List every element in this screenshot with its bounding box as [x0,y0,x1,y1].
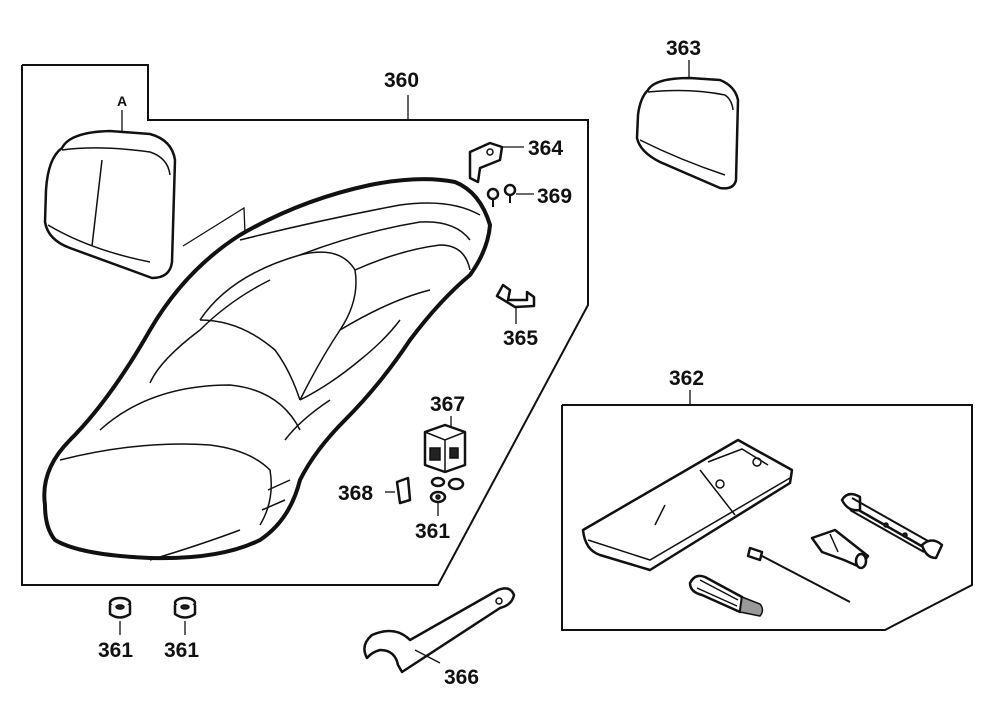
nut-inner-361: 361 [415,476,465,543]
nut-left-361: 361 [98,596,133,662]
clip-365: 365 [495,283,538,350]
seat [42,177,492,561]
backrest-363: 363 [635,37,740,190]
screwdriver-blade [746,546,851,603]
backrest-view-a: A [43,93,251,361]
callout-365: 365 [503,327,538,350]
socket-tool [810,528,870,570]
toolkit-frame-362: 362 [561,367,973,631]
callout-361-inner: 361 [415,520,450,543]
nut-right-361: 361 [164,596,199,662]
hook-wrench-366: 366 [363,587,516,689]
callout-366: 366 [444,666,479,689]
callout-364: 364 [528,137,563,160]
callout-362: 362 [669,367,704,390]
screws-369: 369 [486,183,572,208]
callout-369: 369 [537,185,572,208]
callout-361-left: 361 [98,639,133,662]
wrench-tool [840,492,944,560]
bolt-368: 368 [338,476,412,505]
callout-360: 360 [384,69,419,92]
screwdriver-handle [688,574,764,617]
callout-361-right: 361 [164,639,199,662]
callout-367: 367 [430,393,465,416]
tool-pouch [581,438,794,572]
lock-block-367: 367 [423,393,467,474]
view-marker-a: A [117,93,127,109]
callout-363: 363 [666,37,701,60]
callout-368: 368 [338,482,373,505]
seat-assembly-frame: 360 [21,64,589,586]
bracket-364: 364 [468,137,563,184]
